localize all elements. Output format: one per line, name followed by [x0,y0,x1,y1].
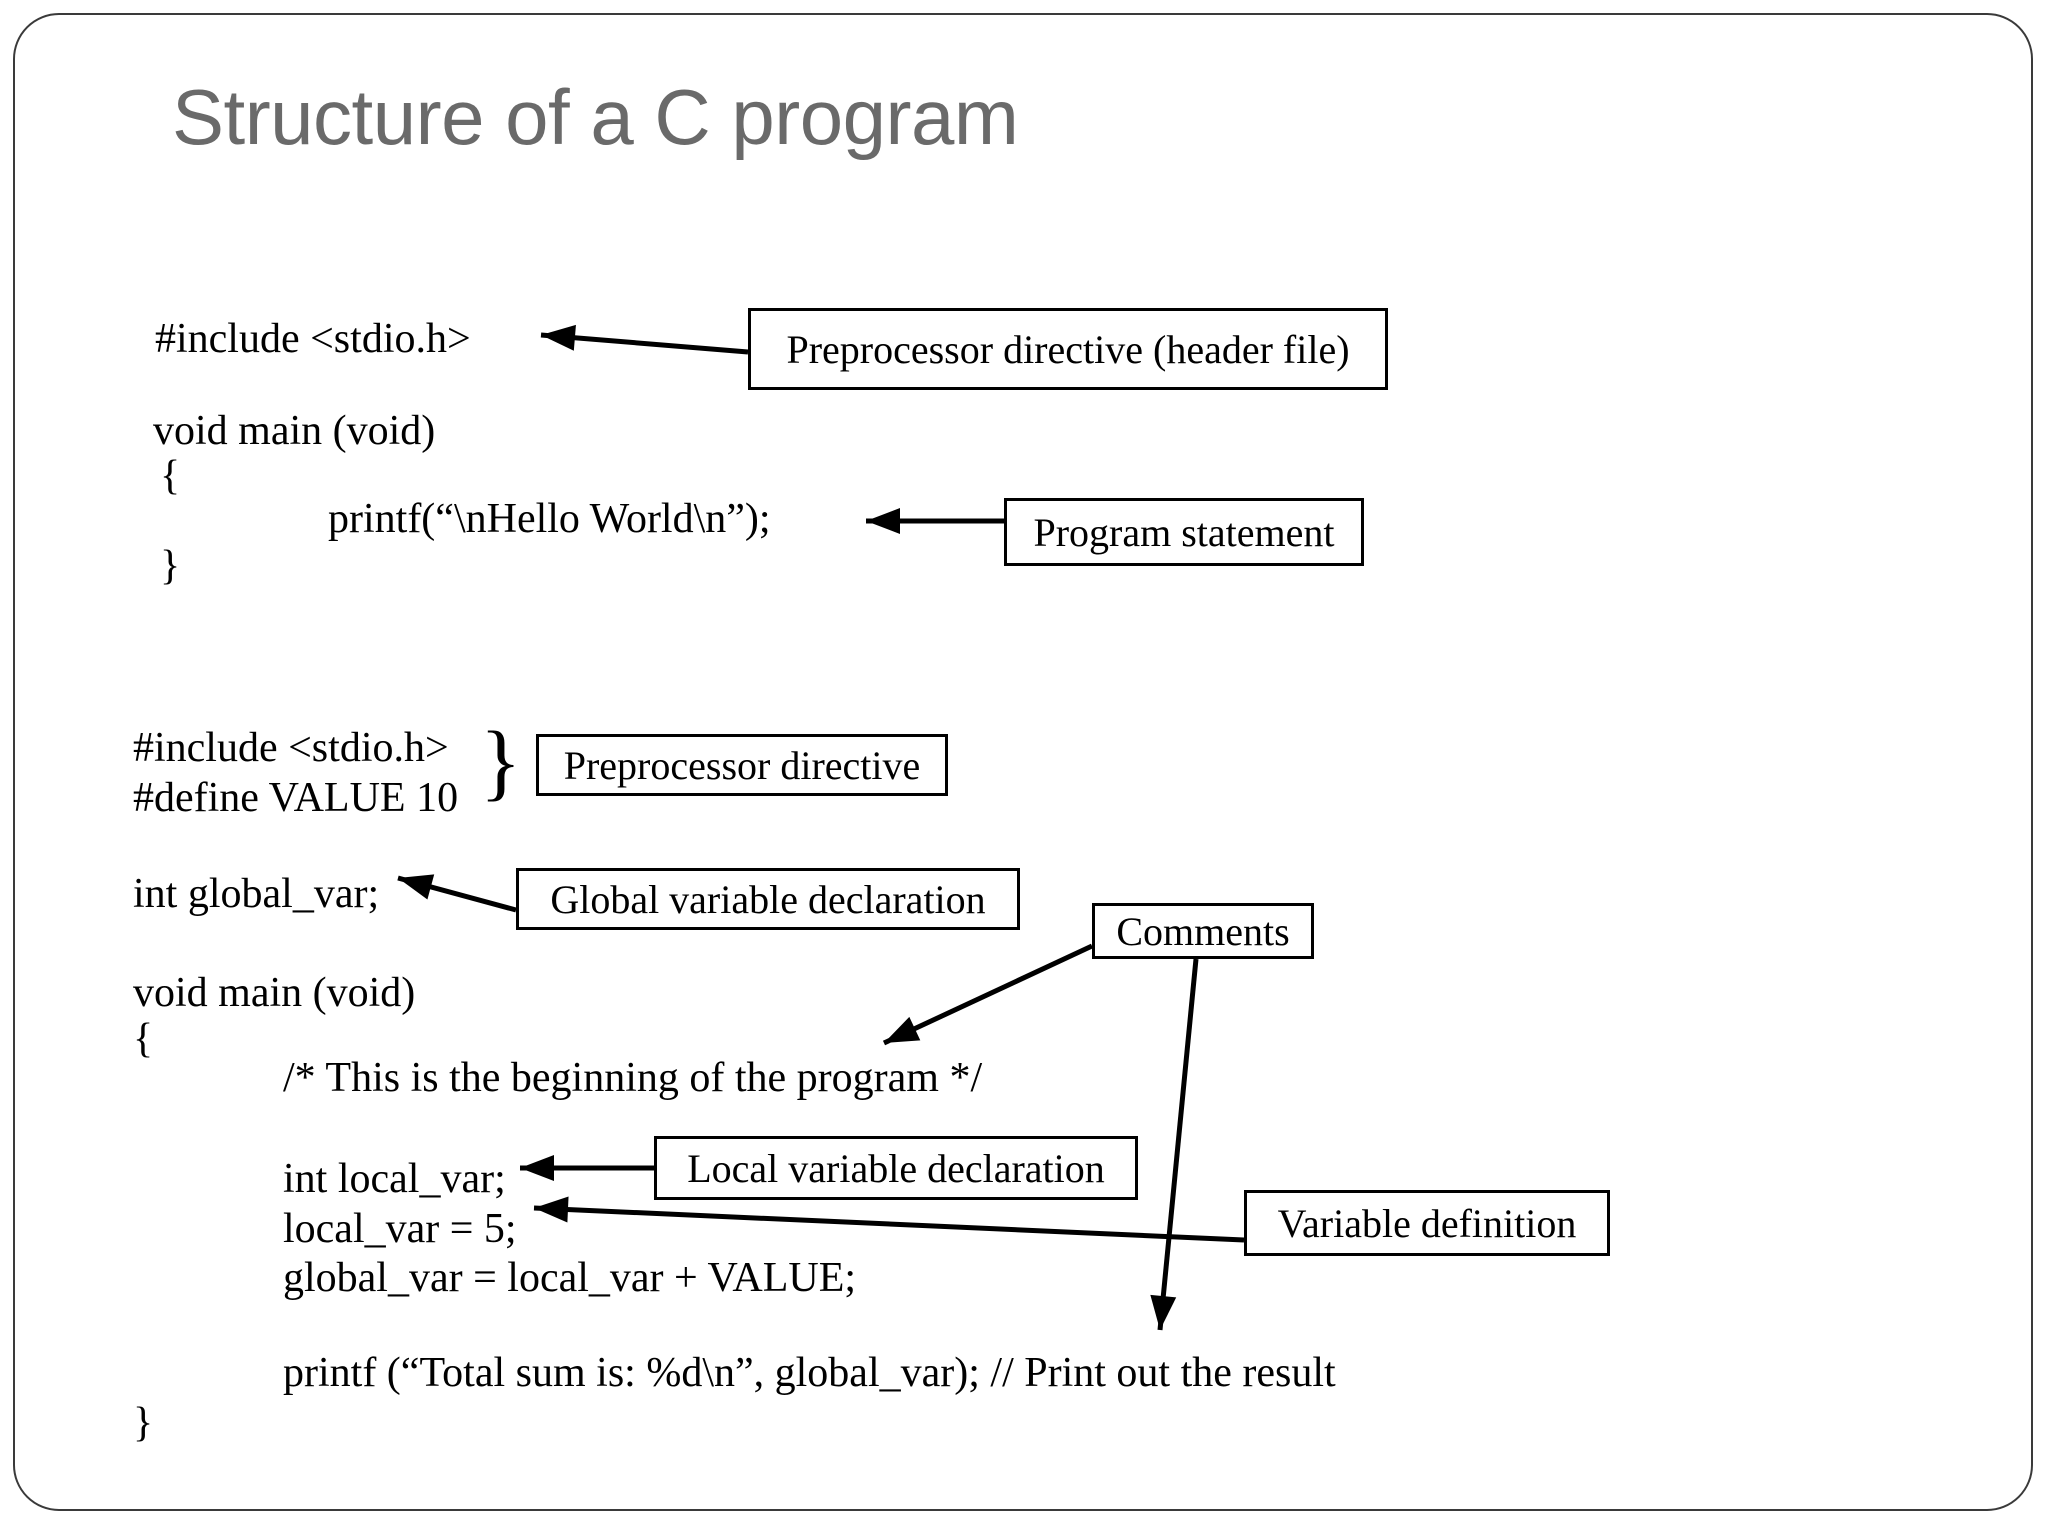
code-line: #include <stdio.h> [133,725,449,771]
code-line: { [160,453,181,499]
callout-comments: Comments [1092,903,1314,959]
arrow-head-icon [866,508,900,534]
callout-global-variable-declaration: Global variable declaration [516,868,1020,930]
arrow-to-include-1 [540,324,749,355]
page-title: Structure of a C program [172,73,1019,161]
callout-local-variable-declaration: Local variable declaration [654,1136,1138,1200]
code-line: } [160,543,181,589]
arrow-head-icon [534,1196,569,1223]
code-line: } [480,713,522,809]
code-line: int global_var; [133,871,380,917]
arrow-head-icon [520,1155,554,1181]
code-line: { [133,1016,154,1062]
code-line: global_var = local_var + VALUE; [283,1255,857,1301]
code-line: void main (void) [133,970,416,1016]
arrow-head-icon [541,324,576,351]
code-line: int local_var; [283,1156,506,1202]
arrow-to-printf-1 [866,508,1004,534]
callout-preprocessor-directive: Preprocessor directive [536,734,948,796]
arrow-comments-to-comment [882,943,1094,1046]
arrow-head-icon [1150,1294,1177,1330]
callout-variable-definition: Variable definition [1244,1190,1610,1256]
arrow-head-icon [884,1016,921,1043]
code-line: local_var = 5; [283,1206,517,1252]
arrow-comments-to-inline [1150,958,1199,1331]
arrow-head-icon [398,874,435,900]
arrow-to-local-var [520,1155,654,1181]
code-line: printf (“Total sum is: %d\n”, global_var… [283,1350,1336,1396]
callout-preprocessor-directive-header-file: Preprocessor directive (header file) [748,308,1388,390]
arrow-to-var-definition [533,1196,1245,1243]
callout-program-statement: Program statement [1004,498,1364,566]
code-line: /* This is the beginning of the program … [283,1055,983,1101]
code-line: } [133,1400,154,1446]
code-line: void main (void) [153,408,436,454]
code-line: printf(“\nHello World\n”); [328,496,771,542]
code-line: #include <stdio.h> [155,316,471,362]
arrow-to-global-var [397,874,517,913]
code-line: #define VALUE 10 [133,775,459,821]
